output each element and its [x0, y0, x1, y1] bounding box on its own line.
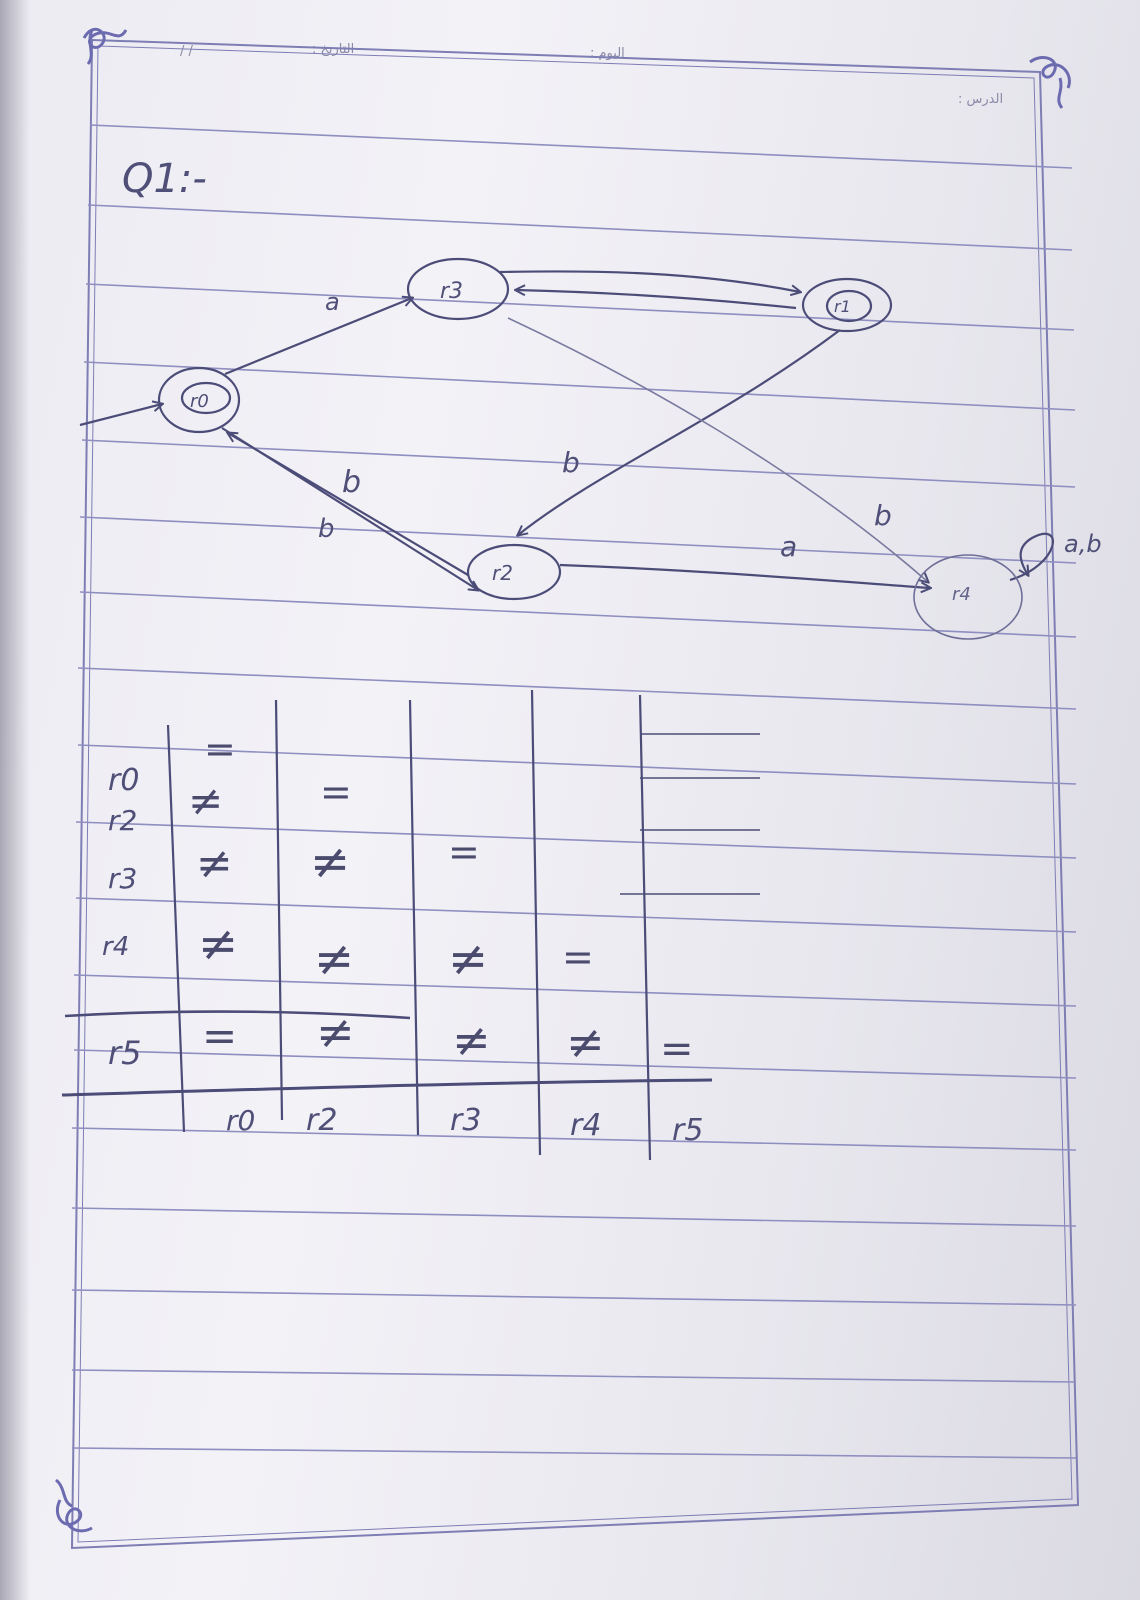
table-col-label-r2: r2: [306, 1103, 337, 1138]
edge-r1-r3: [516, 290, 797, 310]
cell-r5-r3: ≠: [452, 1013, 491, 1067]
state-r3: r3: [406, 257, 510, 321]
table-row-label-r4: r4: [102, 932, 129, 962]
edge-label-r0-r2: b: [342, 465, 361, 500]
cell-r0-r0: =: [204, 727, 236, 771]
page-edge-shadow: [0, 0, 30, 1600]
state-r1-label: r1: [834, 297, 851, 316]
cell-r4-r0: ≠: [198, 916, 238, 972]
state-r4-label: r4: [952, 584, 971, 605]
cell-r3-r3: =: [448, 830, 480, 874]
edge-label-r0-r3: a: [325, 288, 340, 316]
table-col-label-r4: r4: [570, 1108, 601, 1143]
state-r3-label: r3: [440, 279, 463, 304]
table-row-label-r2: r2: [108, 804, 137, 837]
state-r1: r1: [801, 277, 893, 333]
cell-r4-r2: ≠: [314, 931, 354, 987]
state-r4: r4: [913, 554, 1023, 640]
edge-r2-r4: [559, 563, 930, 588]
cell-r3-r2: ≠: [310, 834, 350, 890]
date-slashes: / /: [180, 44, 193, 59]
table-row-label-r0: r0: [108, 763, 139, 798]
state-r0: r0: [157, 366, 241, 434]
cell-r4-r3: ≠: [448, 931, 488, 987]
corner-ornament-bottom-left: [54, 1478, 93, 1533]
cell-r5-r4: ≠: [566, 1015, 605, 1069]
cell-r5-r5: =: [660, 1026, 694, 1072]
dfa-diagram: [79, 270, 1055, 590]
page-border: [70, 38, 1080, 1550]
table-cells: = ≠ = ≠ ≠ = ≠ ≠ ≠ = = ≠ ≠ ≠ =: [188, 727, 694, 1072]
cell-r2-r0: ≠: [188, 776, 223, 825]
corner-ornament-top-right: [1029, 56, 1071, 109]
state-r0-label: r0: [190, 391, 209, 412]
edge-r1-r2: [518, 329, 841, 535]
cell-r3-r0: ≠: [196, 838, 233, 889]
table-row-label-r3: r3: [108, 862, 137, 895]
edge-r3-r4: [507, 317, 928, 582]
corner-ornament-top-left: [82, 27, 128, 65]
edge-r3-r1: [499, 270, 800, 292]
edge-label-r2-r4: a: [780, 530, 797, 563]
ruled-lines: [71, 124, 1077, 1459]
edge-r4-self-loop: [1009, 532, 1055, 582]
question-label: Q1:-: [122, 156, 207, 202]
table-col-label-r0: r0: [226, 1104, 255, 1137]
cell-r5-r0: =: [202, 1011, 237, 1060]
cell-r5-r2: ≠: [316, 1005, 355, 1059]
edge-label-r3-r4: b: [874, 499, 892, 532]
table-col-label-r5: r5: [672, 1113, 703, 1148]
equivalence-table-grid: [61, 689, 760, 1161]
lesson-label: الدرس :: [958, 92, 1004, 107]
start-arrow: [79, 404, 162, 427]
edge-label-r1-r2: b: [562, 446, 580, 479]
edge-r2-r0: [228, 433, 469, 576]
edge-label-r2-r0: b: [318, 514, 335, 544]
cell-r2-r2: =: [320, 770, 352, 814]
edge-r0-r3: [224, 298, 412, 376]
state-r2-label: r2: [492, 561, 513, 585]
table-col-label-r3: r3: [450, 1103, 481, 1138]
edge-label-r4-loop: a,b: [1064, 530, 1102, 558]
state-r2: r2: [466, 543, 562, 601]
cell-r4-r4: =: [562, 935, 594, 979]
table-row-label-r5: r5: [108, 1034, 142, 1072]
